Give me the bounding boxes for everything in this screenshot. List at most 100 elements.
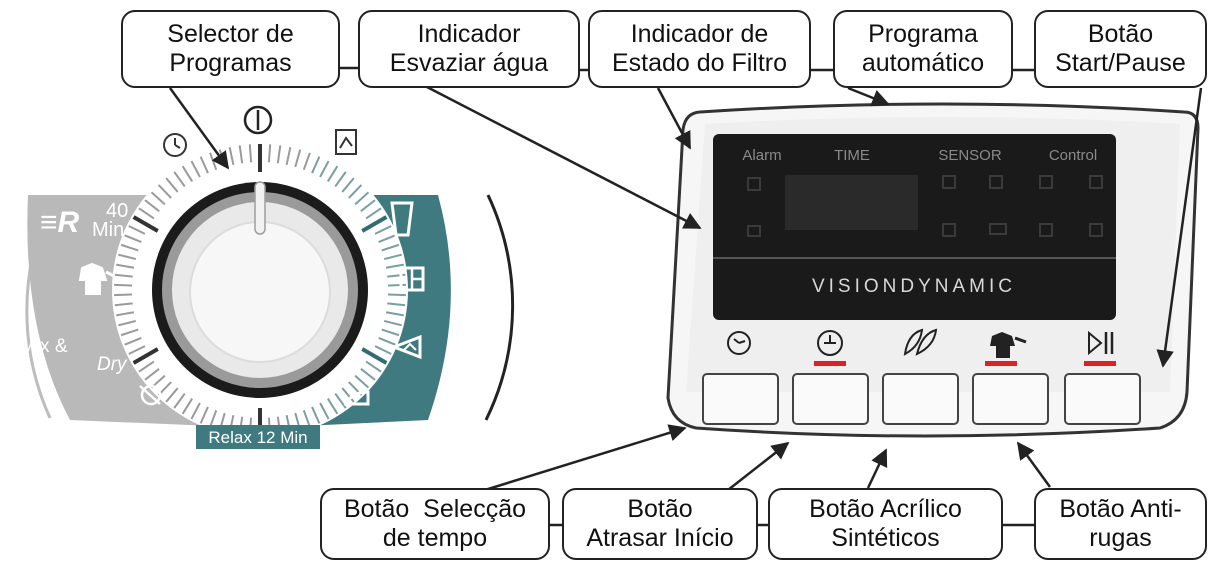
leader-delay-start bbox=[727, 441, 790, 491]
start-pause-button[interactable] bbox=[1064, 373, 1141, 425]
clock-icon bbox=[727, 331, 751, 355]
time-select-button[interactable] bbox=[702, 373, 779, 425]
leader-program-selector bbox=[168, 87, 230, 170]
time-label: TIME bbox=[834, 147, 870, 164]
callout-auto-program: Programa automático bbox=[833, 10, 1013, 88]
dial-tick bbox=[334, 171, 347, 188]
leader-auto-program bbox=[847, 86, 890, 107]
dial-tick bbox=[383, 319, 402, 327]
dial-tick bbox=[132, 347, 159, 365]
dial-relax-badge bbox=[196, 425, 320, 449]
delay-clock-icon bbox=[817, 330, 843, 356]
dial-tick bbox=[360, 368, 376, 381]
dial-tick bbox=[294, 149, 302, 168]
shirt-icon bbox=[990, 332, 1027, 358]
dial-tick bbox=[311, 156, 321, 174]
leaf-icon bbox=[903, 328, 938, 356]
timer-icon bbox=[163, 133, 187, 157]
callout-auto-program-line-1: Programa bbox=[868, 20, 978, 48]
dial-tick bbox=[114, 273, 133, 278]
dial-tick bbox=[326, 398, 339, 415]
dial-mix-label: Mix & bbox=[20, 336, 68, 357]
dial-tick bbox=[120, 328, 139, 337]
dial-tick bbox=[118, 319, 137, 327]
dial-tick bbox=[319, 160, 330, 178]
callout-time-select: Botão Selecção de tempo bbox=[320, 488, 550, 560]
dial-min-label: Min bbox=[92, 219, 124, 241]
dial-tick bbox=[173, 171, 186, 188]
dial-tick bbox=[128, 225, 146, 235]
dial-knob-center bbox=[189, 221, 331, 363]
anti-crease-button[interactable] bbox=[972, 373, 1049, 425]
dial-tick bbox=[341, 387, 355, 403]
callout-anti-crease-line-1: Botão Anti- bbox=[1059, 495, 1182, 523]
anti-crease-led bbox=[985, 361, 1017, 366]
dial-knob-pointer bbox=[254, 181, 266, 235]
dial-tick bbox=[116, 311, 135, 317]
dial-tick bbox=[190, 402, 201, 420]
callout-drain-indicator: Indicador Esvaziar água bbox=[358, 10, 580, 88]
dial-tick bbox=[354, 191, 370, 206]
dial-tick bbox=[128, 345, 146, 355]
dial-outer-arc-right bbox=[484, 194, 515, 421]
dial-tick bbox=[374, 225, 392, 235]
dial-tick bbox=[138, 360, 155, 373]
dial-tick bbox=[378, 234, 396, 243]
dial-tick bbox=[114, 283, 133, 287]
callout-acrylic: Botão Acrílico Sintéticos bbox=[768, 488, 1003, 560]
leader-anti-crease bbox=[1016, 441, 1052, 488]
dial-tick bbox=[114, 293, 133, 297]
dial-tick bbox=[199, 156, 209, 174]
dial-tick bbox=[326, 165, 339, 182]
dial-tick bbox=[348, 184, 363, 199]
delay-start-led bbox=[814, 361, 846, 366]
dial-tick bbox=[118, 253, 137, 261]
dial-tick bbox=[361, 215, 388, 233]
dial-tick bbox=[374, 345, 392, 355]
dial-tick bbox=[238, 145, 244, 164]
dial-tick bbox=[144, 199, 160, 212]
leader-drain-indicator bbox=[426, 85, 702, 230]
callout-acrylic-line-2: Sintéticos bbox=[831, 524, 940, 552]
callout-start-pause: Botão Start/Pause bbox=[1034, 10, 1207, 88]
dial-tick bbox=[267, 144, 272, 163]
play-pause-icon bbox=[1088, 330, 1114, 356]
dial-ticks bbox=[114, 144, 406, 436]
cupboard-dry-icon bbox=[390, 201, 414, 237]
callout-filter-indicator: Indicador de Estado do Filtro bbox=[588, 10, 811, 88]
leader-filter-indicator bbox=[656, 87, 692, 150]
display-indicators bbox=[747, 175, 1103, 237]
dial-tick bbox=[311, 406, 321, 424]
dial-tick bbox=[302, 409, 311, 428]
dial-tick bbox=[365, 360, 382, 373]
dial-tick bbox=[199, 406, 209, 424]
dial-tick bbox=[114, 302, 133, 307]
sport-program-icon bbox=[139, 384, 162, 406]
iron-dry-icon bbox=[399, 266, 425, 292]
callout-anti-crease: Botão Anti- rugas bbox=[1034, 488, 1207, 560]
callout-start-pause-line-2: Start/Pause bbox=[1055, 49, 1186, 77]
dial-tick bbox=[228, 146, 235, 166]
dial-relax-label: Relax 12 Min bbox=[208, 428, 307, 447]
dial-tick bbox=[383, 253, 402, 261]
callout-filter-indicator-line-1: Indicador de bbox=[630, 20, 769, 48]
callout-anti-crease-line-2: rugas bbox=[1089, 524, 1152, 552]
acrylic-button[interactable] bbox=[882, 373, 959, 425]
callout-program-selector-line-2: Programas bbox=[169, 49, 292, 77]
callout-delay-start: Botão Atrasar Início bbox=[562, 488, 758, 560]
dial-tick bbox=[124, 234, 142, 243]
dial-tick bbox=[124, 337, 142, 346]
dial-tick bbox=[302, 152, 311, 171]
leader-time-select bbox=[484, 424, 687, 492]
sensor-label: SENSOR bbox=[938, 147, 1002, 164]
delay-start-button[interactable] bbox=[792, 373, 869, 425]
dial-tick bbox=[190, 160, 201, 178]
callout-program-selector-line-1: Selector de bbox=[167, 20, 294, 48]
dial-dry-label: Dry bbox=[97, 354, 128, 375]
dial-tick bbox=[387, 283, 406, 287]
start-pause-led bbox=[1084, 361, 1116, 366]
dial-tick bbox=[360, 199, 376, 212]
callout-delay-start-line-1: Botão bbox=[627, 495, 693, 523]
callout-time-select-line-1: Botão Selecção bbox=[343, 495, 527, 523]
